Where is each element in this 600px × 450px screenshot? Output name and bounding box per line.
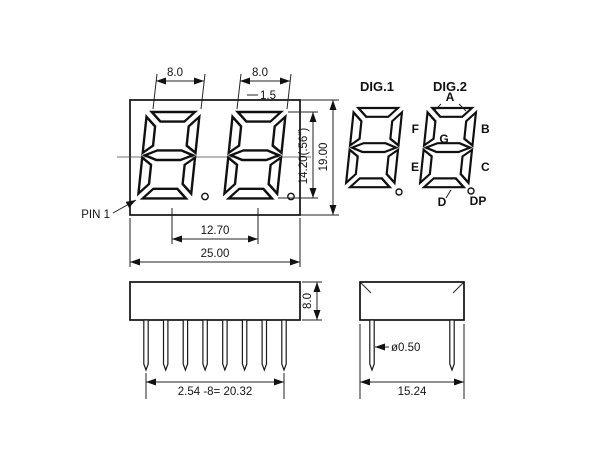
digit-2-diagram (418, 106, 478, 189)
decimal-point-1 (201, 192, 209, 201)
extension-line (286, 73, 292, 110)
dig2-label: DIG.2 (433, 79, 467, 94)
pin (202, 319, 208, 372)
segment-label-f: F (412, 122, 419, 136)
side-view: 8.0 2.54 -8= 20.32 (129, 281, 322, 399)
pin (281, 319, 287, 372)
dim-text-digit2-width: 8.0 (252, 67, 268, 79)
segment-label-c: C (481, 160, 490, 174)
pin (241, 319, 248, 372)
segment-label-b: B (481, 122, 490, 136)
decimal-point-dig1 (395, 188, 403, 196)
display-body-end (359, 281, 465, 321)
pin (222, 319, 228, 372)
leader-line-a (433, 103, 442, 112)
dim-text-body-thickness: 8.0 (302, 293, 314, 309)
dig1-label: DIG.1 (360, 79, 394, 94)
corner-hatch (452, 282, 464, 294)
decimal-point-dig2 (467, 187, 475, 195)
dim-text-body-depth: 15.24 (398, 386, 427, 398)
pin (162, 319, 169, 372)
pin (449, 319, 455, 372)
dim-text-digit1-width: 8.0 (167, 67, 183, 79)
segment-label-dp: DP (470, 194, 487, 208)
segment-label-a: A (446, 90, 455, 104)
front-view: 8.0 8.0 1.5 14.20(.56") 19.00 12.70 25.0… (81, 67, 339, 267)
decimal-point-2 (287, 192, 295, 201)
end-view: ø0.50 15.24 (359, 281, 465, 399)
segment-diagram: DIG.1 DIG.2 A F B G E C D DP (344, 79, 490, 209)
dim-text-digit-pitch: 12.70 (201, 225, 230, 237)
segment-label-e: E (411, 160, 419, 174)
segment-label-d: D (438, 195, 447, 209)
leader-line-d (445, 189, 452, 199)
pin (182, 319, 189, 372)
leader-line-a (458, 103, 467, 112)
dim-text-body-height: 19.00 (318, 143, 330, 172)
pin1-leader-arrow (112, 199, 137, 214)
dim-text-pin-pitch: 2.54 -8= 20.32 (178, 386, 253, 398)
digit-1-diagram (344, 106, 404, 189)
pin (143, 319, 149, 372)
display-body-side (129, 281, 301, 321)
pin1-label: PIN 1 (81, 209, 110, 221)
pin (369, 319, 375, 372)
dim-text-digit-height: 14.20(.56") (298, 128, 310, 185)
dim-text-body-width: 25.00 (201, 248, 230, 260)
extension-line (200, 73, 206, 110)
pin (261, 319, 268, 372)
dim-text-top-gap: 1.5 (260, 90, 276, 102)
corner-hatch (360, 282, 372, 294)
dim-text-lead-diameter: ø0.50 (391, 342, 420, 354)
segment-label-g: G (439, 132, 448, 146)
